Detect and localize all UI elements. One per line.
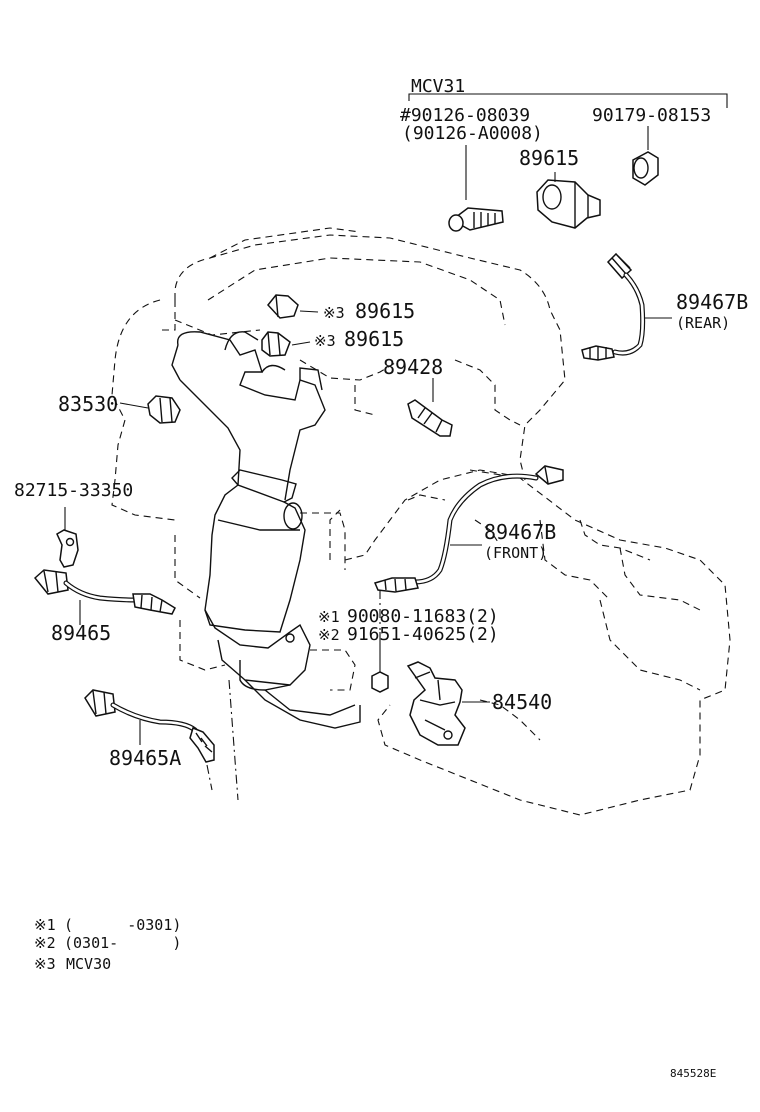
note-2-text: (0301- ) bbox=[64, 934, 181, 952]
label-90080-11683: 90080-11683(2) bbox=[347, 606, 499, 627]
oxygen-sensor-89467b-front bbox=[373, 465, 564, 593]
knock-sensor-89615-top bbox=[536, 172, 601, 229]
nut-90080-91651 bbox=[371, 632, 389, 693]
bracket-82715-33350 bbox=[56, 507, 79, 568]
label-89615-b: 89615 bbox=[344, 327, 404, 351]
switch-84540 bbox=[406, 661, 490, 746]
oxygen-sensor-89465 bbox=[33, 569, 176, 625]
engine-outline bbox=[111, 227, 566, 691]
label-mark-3a: ※3 bbox=[323, 304, 345, 322]
label-nut-90179-08153: 90179-08153 bbox=[592, 105, 711, 126]
label-knock-sensor-89615: 89615 bbox=[519, 146, 579, 170]
mcv31-bracket bbox=[408, 93, 728, 108]
label-82715-33350: 82715-33350 bbox=[14, 480, 133, 501]
nut-90179-08153 bbox=[632, 126, 659, 186]
note-3-mark: ※3 bbox=[34, 955, 56, 973]
label-bolt-90126-a0008: (90126-A0008) bbox=[402, 123, 543, 144]
note-1-mark: ※1 bbox=[34, 916, 56, 934]
label-89467b-rear: 89467B bbox=[676, 290, 748, 314]
label-83530: 83530 bbox=[58, 392, 118, 416]
figure-id: 845528E bbox=[670, 1067, 716, 1080]
label-mark-3b: ※3 bbox=[314, 332, 336, 350]
note-2-mark: ※2 bbox=[34, 934, 56, 952]
label-bolt-90126-08039: #90126-08039 bbox=[400, 105, 530, 126]
label-91651-40625: 91651-40625(2) bbox=[347, 624, 499, 645]
label-89467b-front: 89467B bbox=[484, 520, 556, 544]
bolt-90126-08039 bbox=[448, 145, 504, 232]
label-89465: 89465 bbox=[51, 621, 111, 645]
note-1-text: ( -0301) bbox=[64, 916, 181, 934]
label-89615-a: 89615 bbox=[355, 299, 415, 323]
note-3-text: MCV30 bbox=[66, 955, 111, 973]
label-89465a: 89465A bbox=[109, 746, 181, 770]
label-mcv31: MCV31 bbox=[411, 76, 465, 97]
oxygen-sensor-89465a bbox=[84, 689, 215, 763]
label-mark-1: ※1 bbox=[318, 608, 340, 626]
exhaust-manifold bbox=[171, 331, 361, 729]
notes-legend: ※1 ( -0301) ※2 (0301- ) ※3 MCV30 bbox=[34, 916, 181, 973]
label-84540: 84540 bbox=[492, 690, 552, 714]
transaxle-outline bbox=[377, 469, 731, 816]
oxygen-sensor-89467b-rear bbox=[581, 252, 672, 361]
label-89428: 89428 bbox=[383, 355, 443, 379]
switch-83530 bbox=[119, 395, 181, 424]
label-front: (FRONT) bbox=[484, 544, 547, 562]
sensor-89615-b bbox=[261, 331, 311, 357]
sensor-89615-a bbox=[267, 294, 319, 319]
leader-dashes bbox=[206, 590, 381, 801]
label-rear: (REAR) bbox=[676, 314, 730, 332]
sensor-89428 bbox=[407, 378, 453, 437]
label-mark-2: ※2 bbox=[318, 626, 340, 644]
